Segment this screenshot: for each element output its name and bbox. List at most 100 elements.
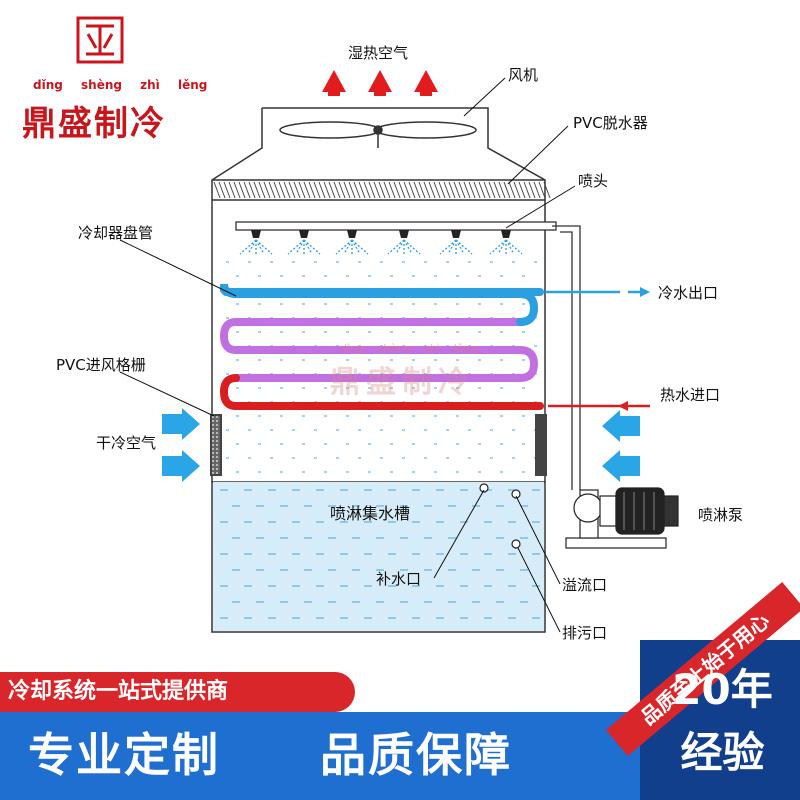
hatch-line <box>468 181 476 199</box>
spray-stream <box>343 239 353 255</box>
hatch-line <box>373 181 381 199</box>
spray-stream <box>455 239 473 255</box>
spray-stream <box>395 239 405 255</box>
spray-stream <box>403 239 413 255</box>
humid-air-arrows <box>322 70 438 96</box>
spray-pump <box>565 487 679 549</box>
label-makeup-water: 补水口 <box>376 570 422 588</box>
hatch-line <box>383 181 391 199</box>
banner-experience: 经验 <box>680 728 765 777</box>
spray-stream <box>489 239 507 255</box>
hatch-line <box>248 181 256 199</box>
hatch-line <box>418 181 426 199</box>
cold-water-outlet-arrow <box>545 287 650 297</box>
watermark-name: 鼎盛制冷 <box>330 365 474 400</box>
coil-purple-2 <box>219 318 539 382</box>
hatch-line <box>303 181 311 199</box>
hatch-line <box>463 181 471 199</box>
banner-main-right: 品质保障 <box>320 728 512 782</box>
label-cooler-coil: 冷却器盘管 <box>78 224 154 242</box>
spray-stream <box>295 239 305 255</box>
spray-stream <box>497 239 507 255</box>
hatch-line <box>413 181 421 199</box>
spray-stream <box>239 239 257 255</box>
hatch-line <box>273 181 281 199</box>
hatch-line <box>458 181 466 199</box>
nozzle-head <box>251 230 261 238</box>
spray-stream <box>303 239 313 255</box>
spray-stream <box>455 239 465 255</box>
spray-header <box>235 221 581 490</box>
label-cold-water-outlet: 冷水出口 <box>658 284 719 302</box>
hatch-line <box>313 181 321 199</box>
makeup-port <box>479 483 489 493</box>
nozzle-head <box>501 230 511 238</box>
hatch-line <box>503 181 511 199</box>
air-arrow-right-1 <box>602 410 640 442</box>
spray-stream <box>505 239 523 255</box>
label-dry-cold-air: 干冷空气 <box>96 434 157 452</box>
basin-ports <box>479 483 521 549</box>
label-hot-water-inlet: 热水进口 <box>660 386 721 404</box>
banner-tagline: 冷却系统一站式提供商 <box>0 672 355 712</box>
hatch-line <box>308 181 316 199</box>
hatch-line <box>288 181 296 199</box>
coil-purple-1 <box>232 290 539 326</box>
spray-stream <box>255 239 273 255</box>
hatch-line <box>263 181 271 199</box>
air-inlet-arrows <box>162 408 640 482</box>
hatch-line <box>488 181 496 199</box>
hot-air-arrow-2 <box>368 70 392 96</box>
hatch-line <box>223 181 231 199</box>
label-pvc-inlet-grille: PVC进风格栅 <box>56 356 146 374</box>
label-fan: 风机 <box>508 66 539 84</box>
nozzle-head <box>399 230 409 238</box>
hatch-line <box>433 181 441 199</box>
fan <box>279 121 477 148</box>
label-humid-air: 湿热空气 <box>348 44 409 62</box>
spray-stream <box>439 239 457 255</box>
hatch-line <box>358 181 366 199</box>
inlet-grille-right <box>535 414 547 476</box>
hatch-line <box>478 181 486 199</box>
hatch-line <box>343 181 351 199</box>
hot-air-arrow-1 <box>322 70 346 96</box>
spray-stream <box>255 239 265 255</box>
nozzle-head <box>451 230 461 238</box>
overflow-port <box>511 489 521 499</box>
hatch-line <box>483 181 491 199</box>
hatch-line <box>493 181 501 199</box>
hatch-line <box>513 181 521 199</box>
cooling-tower-diagram <box>76 16 679 633</box>
brand-pinyin: dǐng shèng zhì lěng <box>33 78 208 92</box>
spray-stream <box>403 239 421 255</box>
hatch-line <box>333 181 341 199</box>
banner-main-left: 专业定制 <box>28 728 220 782</box>
hatch-line <box>498 181 506 199</box>
logo-mark <box>76 16 124 64</box>
air-arrow-left-1 <box>162 408 200 440</box>
hatch-line <box>393 181 401 199</box>
hatch-line <box>533 181 541 199</box>
inlet-grille-left <box>210 414 222 476</box>
air-arrow-left-2 <box>162 450 200 482</box>
hatch-line <box>293 181 301 199</box>
hatch-line <box>473 181 481 199</box>
spray-stream <box>351 239 361 255</box>
hatch-line <box>423 181 431 199</box>
nozzle-head <box>299 230 309 238</box>
pvc-eliminator <box>213 181 551 199</box>
spray-stream <box>247 239 257 255</box>
drain-port <box>511 539 521 549</box>
label-pvc-eliminator: PVC脱水器 <box>573 114 648 132</box>
hatch-line <box>528 181 536 199</box>
hatch-line <box>508 181 516 199</box>
label-spray-pump: 喷淋泵 <box>698 506 744 524</box>
spray-basin-water <box>213 482 544 631</box>
hatch-line <box>428 181 436 199</box>
nozzle-head <box>347 230 357 238</box>
spray-stream <box>447 239 457 255</box>
hatch-line <box>228 181 236 199</box>
hot-air-arrow-3 <box>414 70 438 96</box>
cooler-coil <box>219 283 544 410</box>
